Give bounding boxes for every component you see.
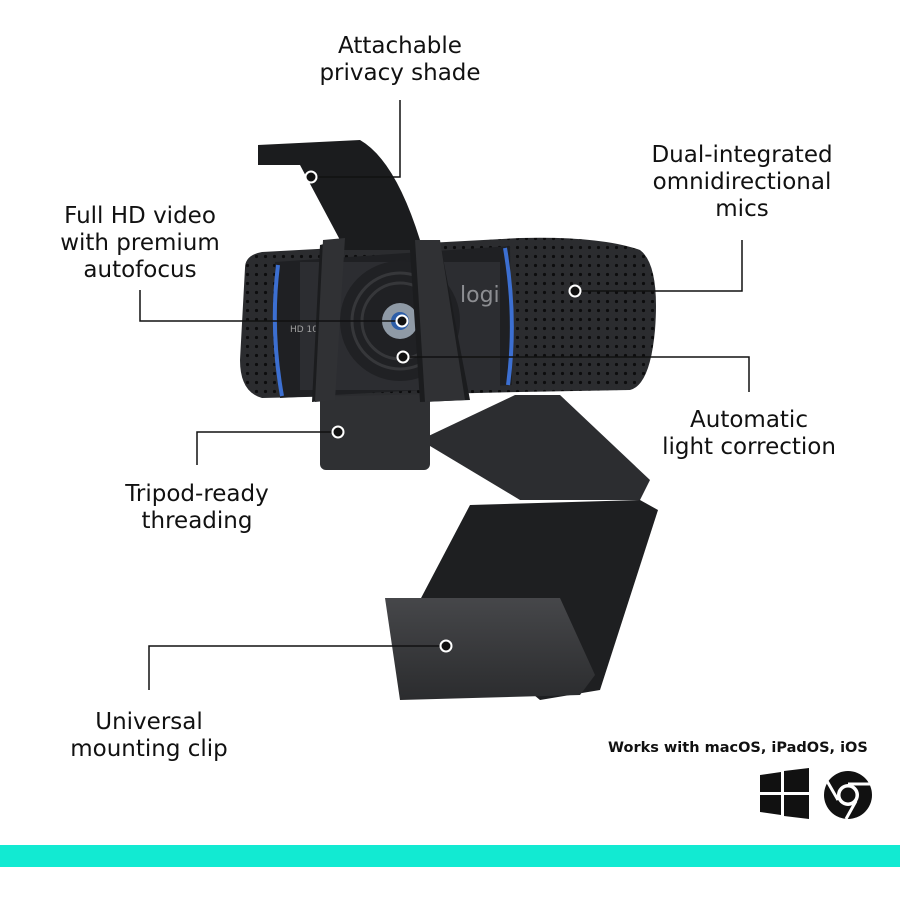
compatibility-text: Works with macOS, iPadOS, iOS	[608, 740, 868, 756]
logi-logo: logi	[460, 283, 500, 308]
chrome-icon	[824, 771, 872, 820]
webcam-body: logi HD 10	[240, 140, 656, 402]
blue-trim	[272, 264, 284, 397]
leader-lines	[139, 100, 750, 690]
windows-icon	[760, 768, 809, 819]
privacy-shade	[258, 140, 470, 402]
callout-dots	[304, 170, 582, 653]
mounting-clip	[320, 392, 658, 700]
tripod-mount	[320, 392, 430, 470]
accent-bar	[0, 845, 900, 867]
hd-badge: HD 10	[290, 325, 318, 335]
